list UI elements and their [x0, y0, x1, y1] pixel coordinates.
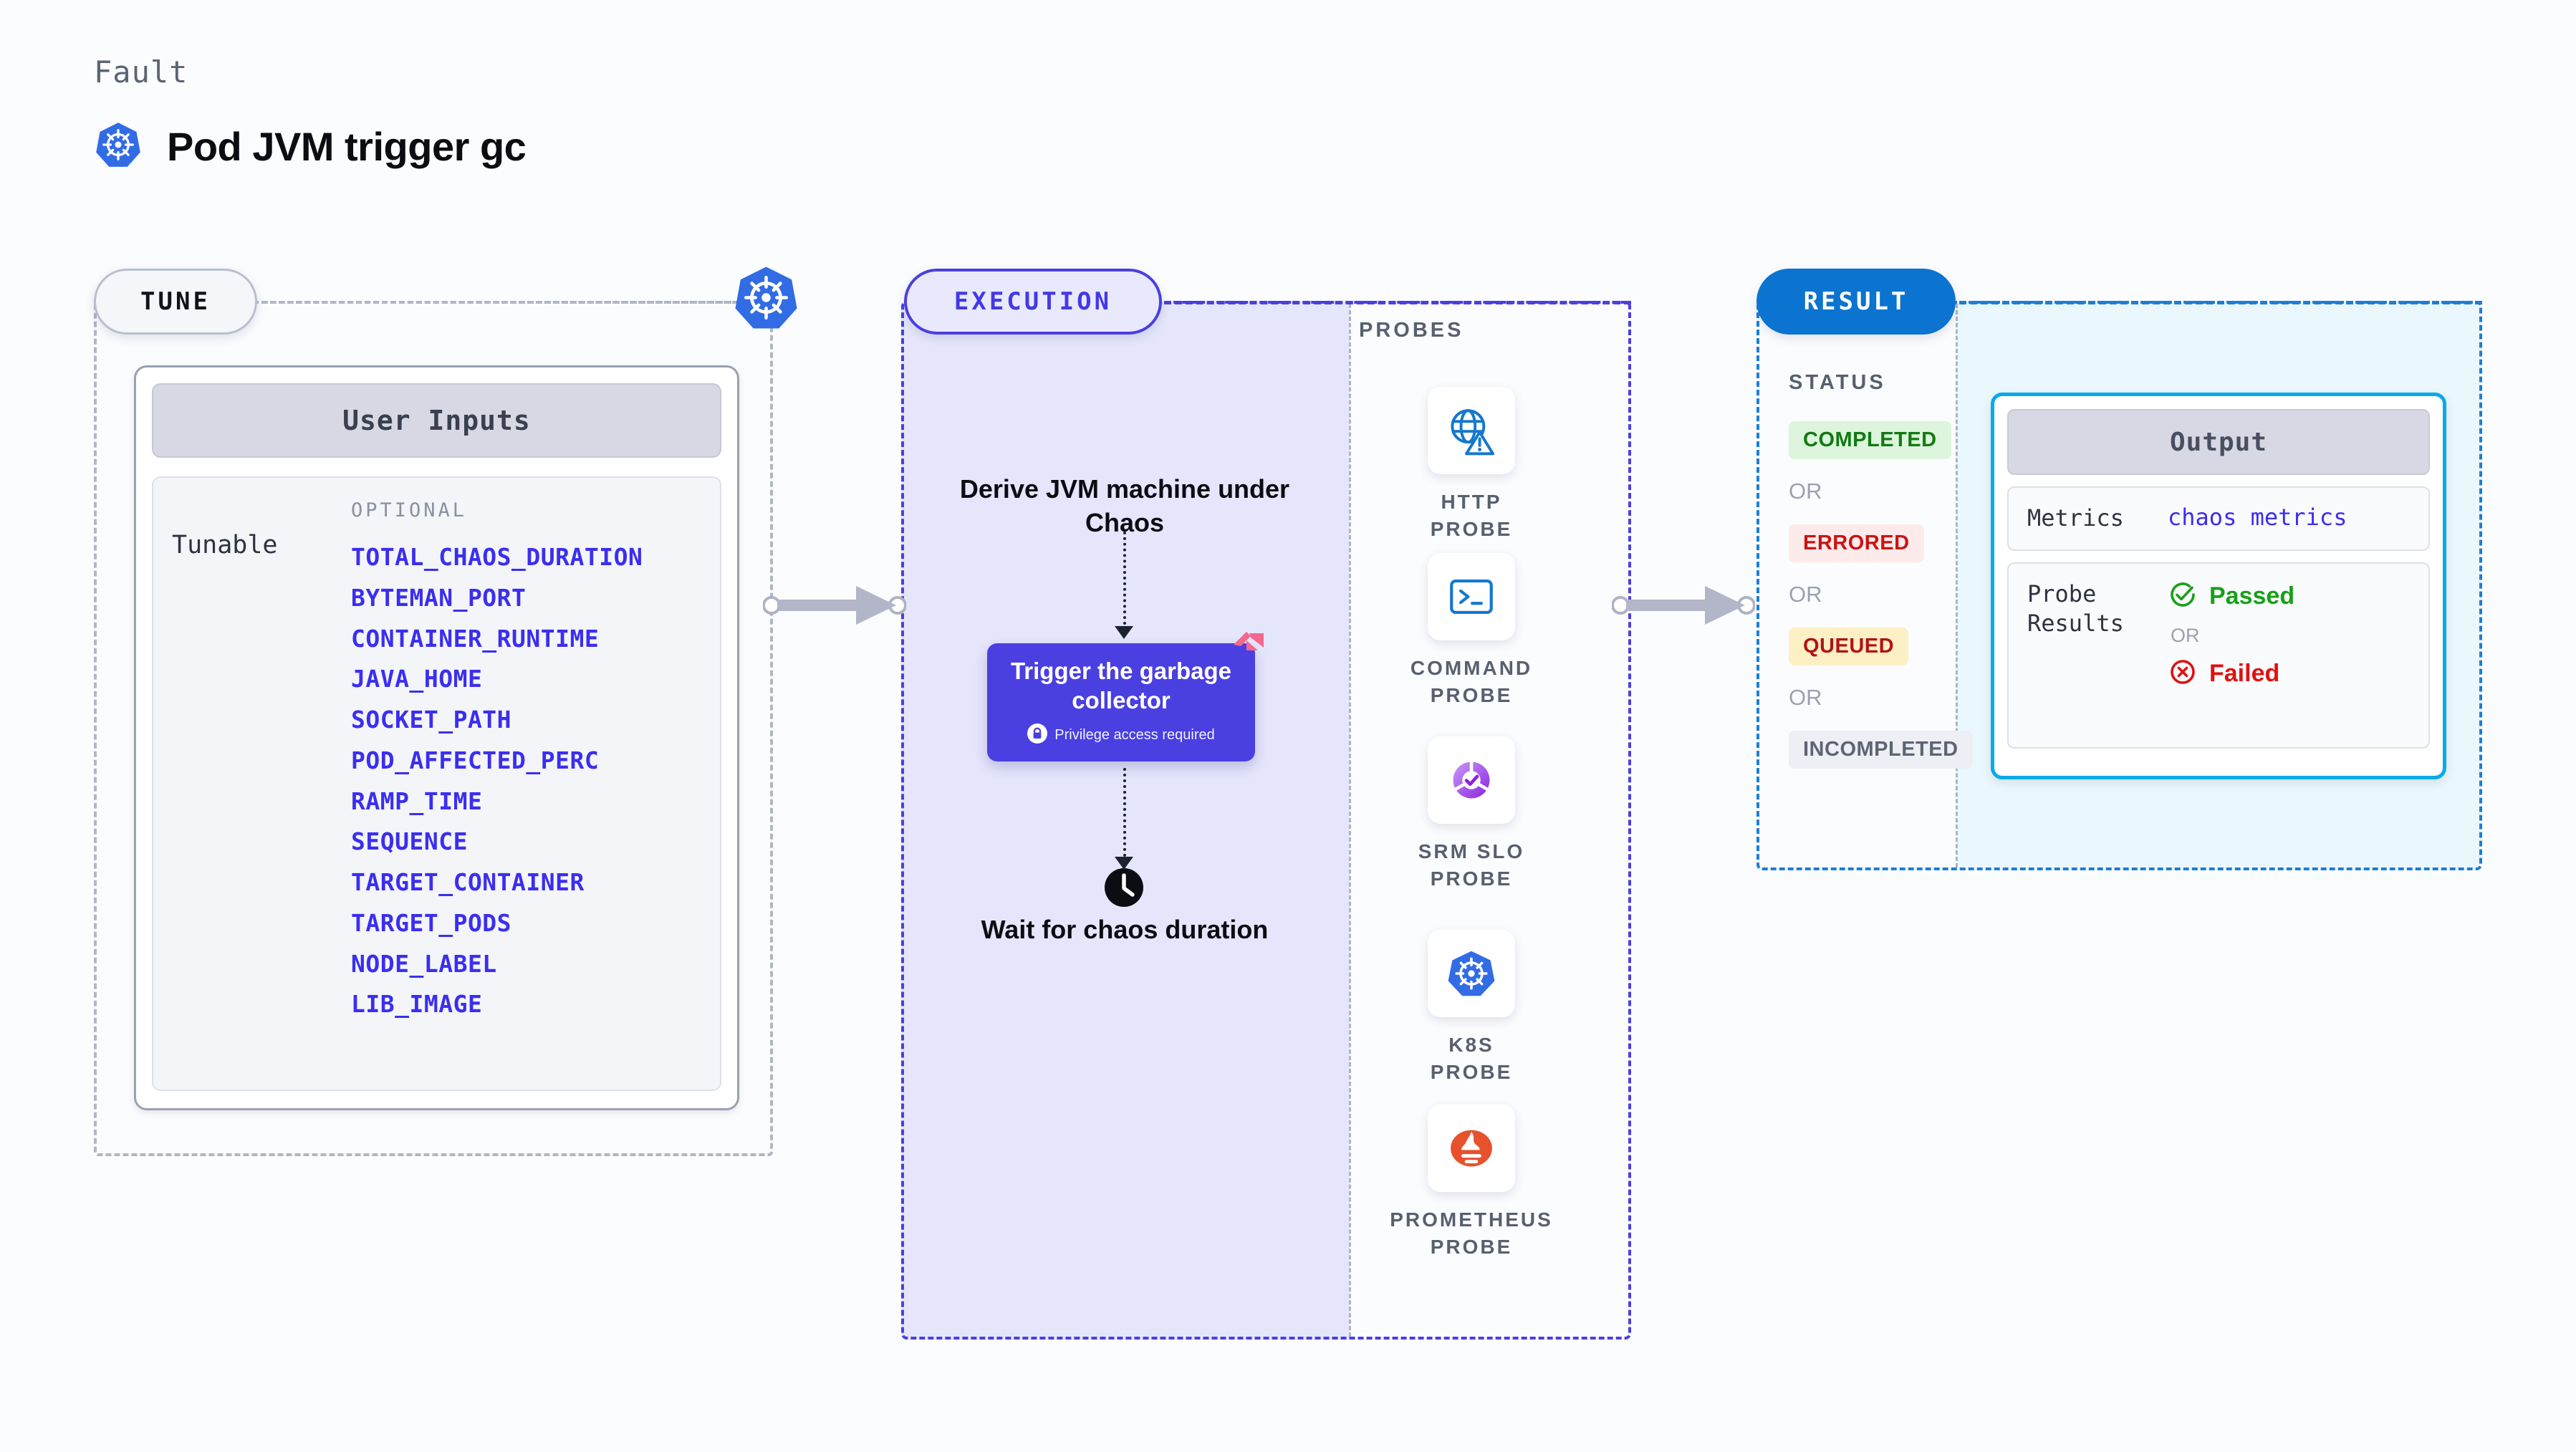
privilege-note: Privilege access required [1027, 723, 1215, 748]
flow-arrow-head [1115, 626, 1133, 639]
or-separator: OR [1789, 582, 1822, 607]
execution-to-result-arrow [1611, 580, 1756, 634]
param-item[interactable]: POD_AFFECTED_PERC [351, 746, 600, 774]
param-item[interactable]: BYTEMAN_PORT [351, 583, 527, 612]
prometheus-icon [1428, 1105, 1515, 1192]
param-item[interactable]: JAVA_HOME [351, 665, 483, 693]
task-title: Trigger the garbage collector [1010, 658, 1232, 713]
or-separator: OR [1789, 479, 1822, 504]
user-inputs-body: Tunable OPTIONAL TOTAL_CHAOS_DURATION BY… [152, 476, 721, 1091]
metrics-key: Metrics [2027, 504, 2124, 532]
probe-item-http[interactable]: HTTP PROBE [1405, 387, 1538, 543]
tune-dashed-connector [262, 301, 764, 304]
param-item[interactable]: TOTAL_CHAOS_DURATION [351, 543, 643, 571]
or-separator: OR [1789, 685, 1822, 710]
status-badge: INCOMPLETED [1789, 731, 1973, 769]
tunable-label: Tunable [172, 531, 278, 559]
flow-connector-dots [1123, 768, 1126, 862]
probe-label: HTTP PROBE [1430, 491, 1513, 540]
check-circle-icon [2168, 580, 2198, 613]
tune-badge[interactable]: TUNE [94, 269, 257, 335]
user-inputs-card: User Inputs Tunable OPTIONAL TOTAL_CHAOS… [134, 365, 739, 1110]
status-output-divider [1956, 304, 1958, 867]
lock-icon [1027, 723, 1048, 748]
execution-badge[interactable]: EXECUTION [904, 269, 1162, 335]
probe-item-k8s[interactable]: K8S PROBE [1405, 930, 1538, 1086]
probe-item-command[interactable]: COMMAND PROBE [1405, 553, 1538, 709]
probe-item-prometheus[interactable]: PROMETHEUS PROBE [1390, 1105, 1551, 1261]
probe-result-passed: Passed [2168, 580, 2294, 613]
kubernetes-icon [732, 264, 800, 335]
page-header: Pod JVM trigger gc [94, 120, 527, 173]
output-heading: Output [2007, 409, 2430, 475]
globe-warning-icon [1428, 387, 1515, 474]
output-probe-results-row: Probe Results Passed OR [2007, 562, 2430, 749]
probe-label: K8S PROBE [1430, 1034, 1513, 1083]
user-inputs-heading: User Inputs [152, 383, 721, 458]
clock-icon [1102, 865, 1146, 913]
metrics-value[interactable]: chaos metrics [2168, 504, 2347, 531]
probes-title: PROBES [1359, 319, 1464, 342]
terminal-icon [1428, 553, 1515, 640]
param-item[interactable]: TARGET_PODS [351, 908, 512, 937]
slo-donut-check-icon [1428, 736, 1515, 824]
optional-group-label: OPTIONAL [351, 499, 468, 521]
status-badge: ERRORED [1789, 524, 1924, 562]
probe-results-values: Passed OR Failed [2168, 580, 2294, 731]
param-item[interactable]: RAMP_TIME [351, 787, 483, 815]
kubernetes-icon [94, 120, 143, 173]
page-eyebrow: Fault [94, 54, 188, 90]
flow-connector-dots [1123, 532, 1126, 636]
failed-label: Failed [2209, 659, 2280, 687]
x-circle-icon [2168, 657, 2198, 691]
tunable-params-list: OPTIONAL TOTAL_CHAOS_DURATION BYTEMAN_PO… [351, 499, 701, 1068]
param-item[interactable]: NODE_LABEL [351, 949, 497, 978]
page-title: Pod JVM trigger gc [167, 124, 527, 169]
execution-probes-divider [1349, 304, 1351, 1337]
task-card-trigger-gc[interactable]: Trigger the garbage collector Privilege … [987, 632, 1264, 761]
status-title: STATUS [1789, 371, 1886, 394]
or-separator: OR [2171, 624, 2200, 646]
probe-label: PROMETHEUS PROBE [1390, 1208, 1553, 1258]
step-wait-chaos: Wait for chaos duration [981, 915, 1269, 944]
status-badge: COMPLETED [1789, 421, 1951, 459]
param-item[interactable]: CONTAINER_RUNTIME [351, 624, 600, 653]
flow-arrow-head [1115, 857, 1133, 870]
step-derive-jvm: Derive JVM machine under Chaos [959, 474, 1290, 537]
result-dashed-connector [1959, 301, 2482, 304]
param-item[interactable]: TARGET_CONTAINER [351, 868, 585, 896]
output-metrics-row: Metrics chaos metrics [2007, 486, 2430, 551]
probe-results-key: Probe Results [2027, 580, 2124, 638]
probe-item-srm-slo[interactable]: SRM SLO PROBE [1405, 736, 1538, 893]
execution-dashed-connector [1164, 301, 1631, 304]
result-badge[interactable]: RESULT [1756, 269, 1956, 335]
passed-label: Passed [2209, 582, 2295, 610]
privilege-note-text: Privilege access required [1054, 727, 1215, 744]
tune-to-execution-arrow [762, 580, 907, 634]
param-item[interactable]: SEQUENCE [351, 827, 468, 856]
probe-result-failed: Failed [2168, 657, 2294, 691]
output-card: Output Metrics chaos metrics Probe Resul… [1991, 393, 2446, 779]
new-ribbon-icon [1229, 629, 1267, 670]
status-badge: QUEUED [1789, 628, 1909, 665]
param-item[interactable]: LIB_IMAGE [351, 990, 483, 1019]
kubernetes-icon [1428, 930, 1515, 1017]
probe-label: COMMAND PROBE [1410, 657, 1533, 706]
probe-label: SRM SLO PROBE [1418, 840, 1525, 890]
param-item[interactable]: SOCKET_PATH [351, 706, 512, 734]
